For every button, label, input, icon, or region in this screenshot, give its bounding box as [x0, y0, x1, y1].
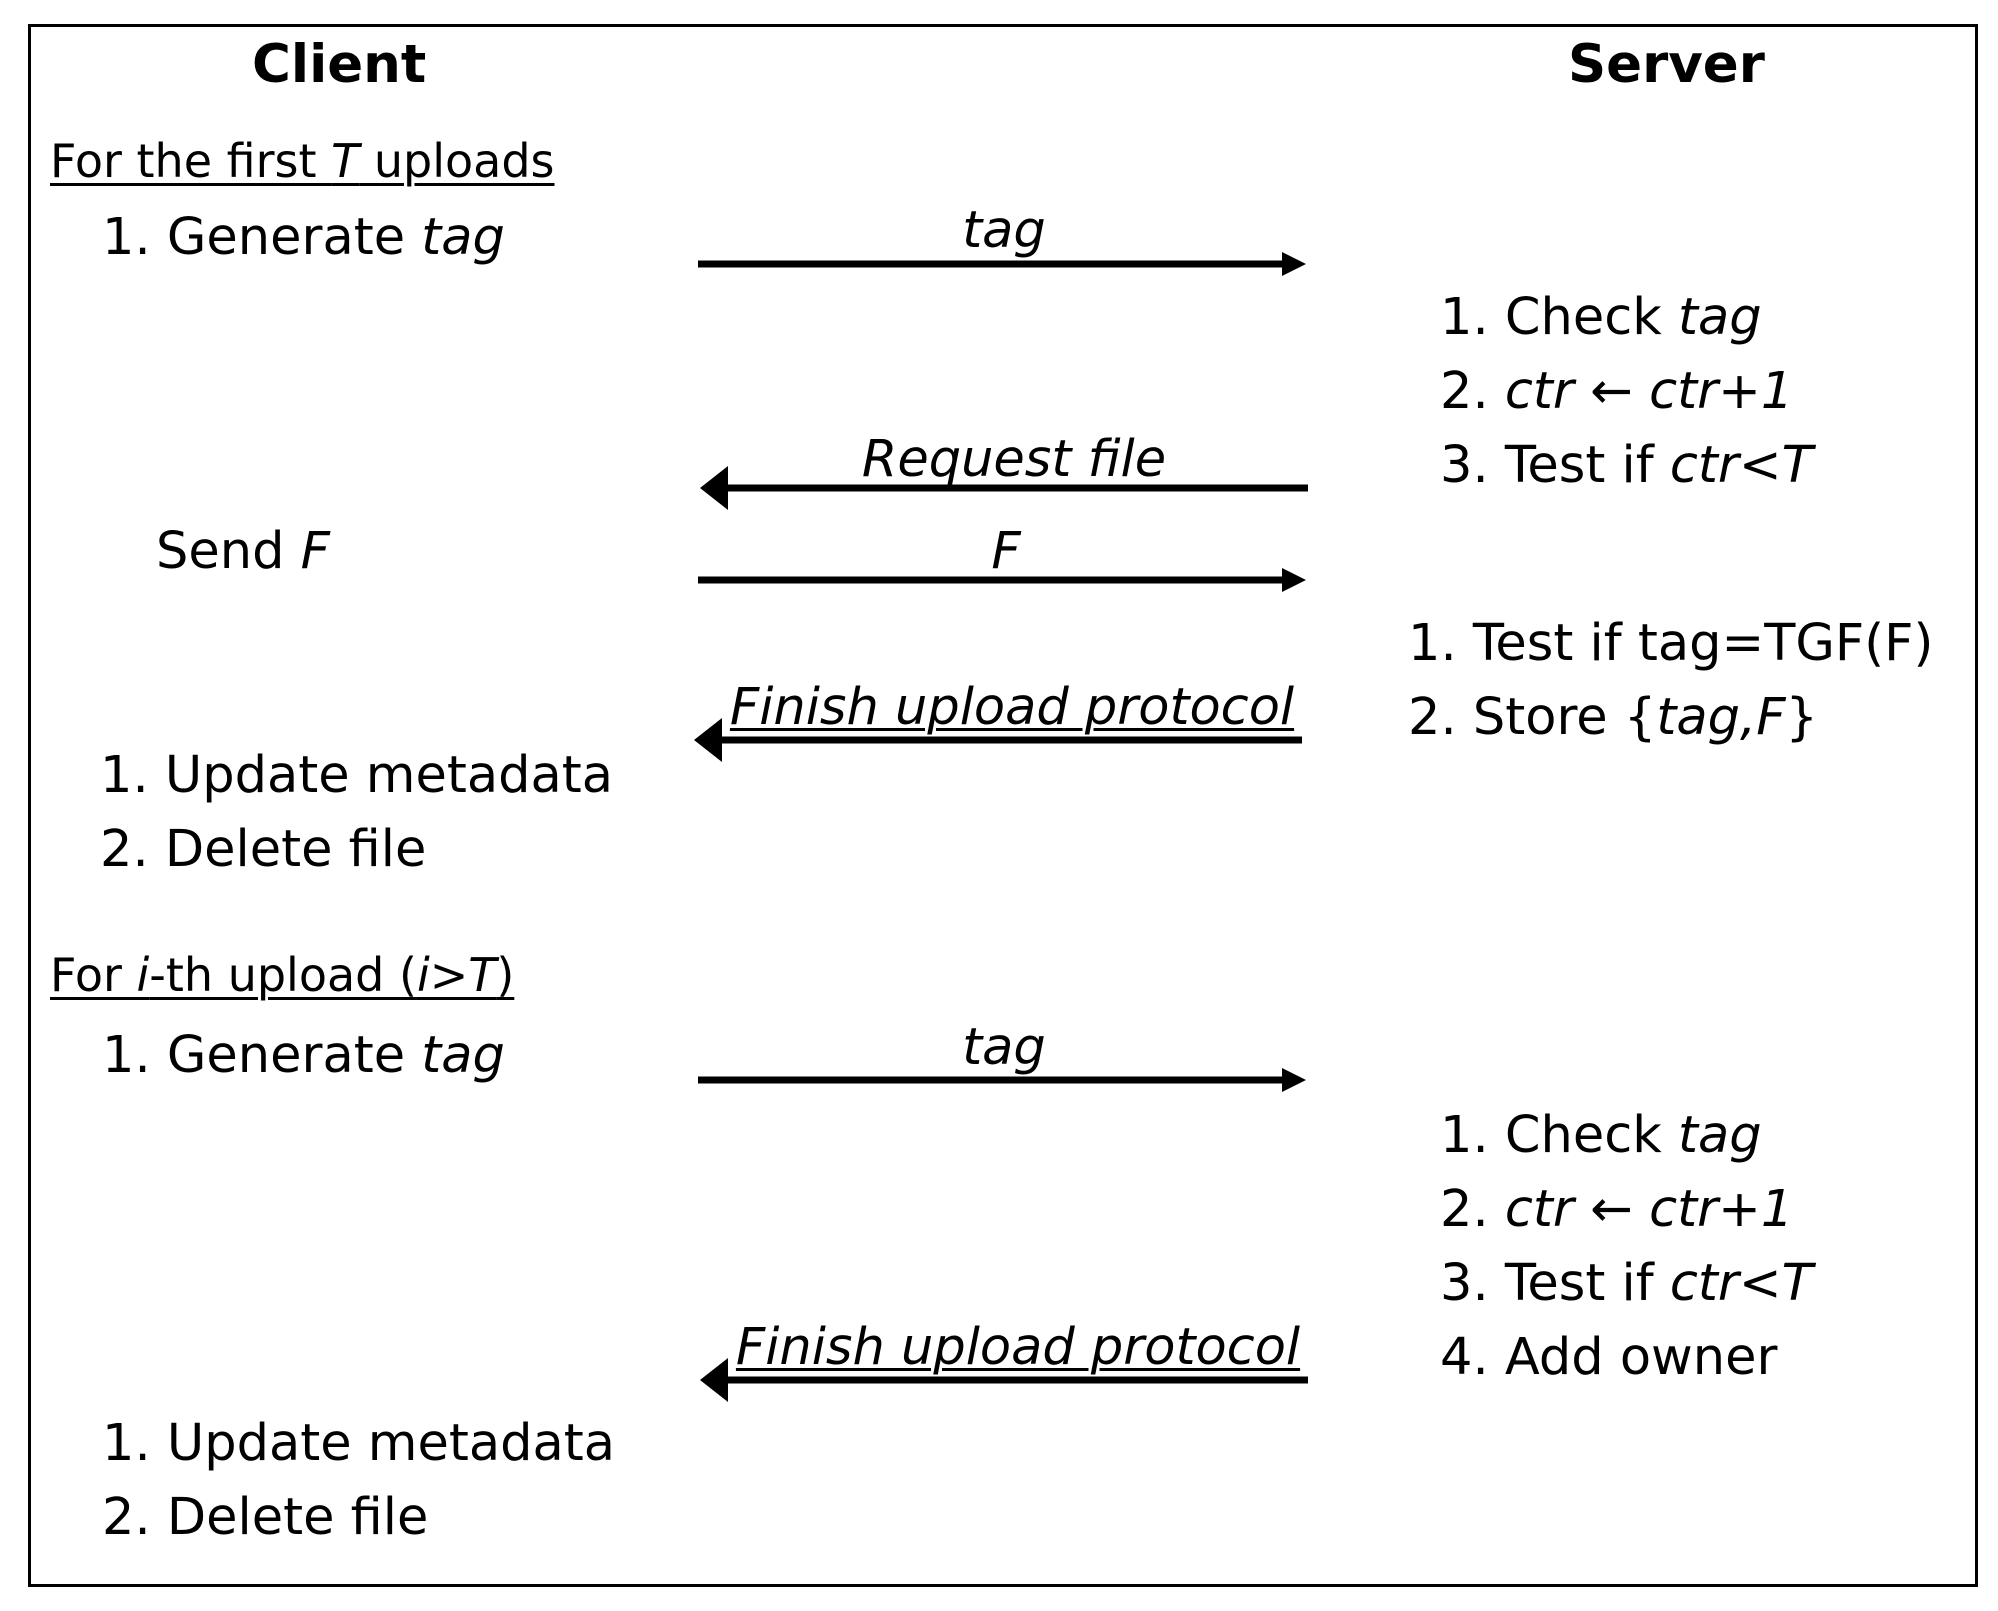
arrow-tag-2-to-server — [698, 1068, 1306, 1092]
phase2-client-step-update: 1. Update metadata — [102, 1414, 615, 1473]
phase2-client-step-delete: 2. Delete file — [102, 1488, 429, 1547]
phase2-server-step-add-owner: 4. Add owner — [1440, 1328, 1778, 1387]
phase1-client-step-generate: 1. Generate tag — [102, 208, 505, 267]
message-label-request-file: Request file — [861, 430, 1167, 489]
phase1-server-step-check: 1. Check tag — [1440, 288, 1762, 347]
phase2-server-step-check: 1. Check tag — [1440, 1106, 1762, 1165]
message-label-finish-1: Finish upload protocol — [729, 678, 1295, 737]
arrow-finish-2-to-client — [700, 1358, 1308, 1402]
phase2-client-step-generate: 1. Generate tag — [102, 1026, 505, 1085]
message-label-file: F — [991, 522, 1021, 581]
server-header: Server — [1568, 34, 1765, 95]
phase2-title: For i-th upload (i>T) — [50, 948, 515, 1002]
phase1-server-step-test-tgf: 1. Test if tag=TGF(F) — [1408, 614, 1934, 673]
phase1-client-step-update: 1. Update metadata — [100, 746, 613, 805]
phase1-client-step-delete: 2. Delete file — [100, 820, 427, 879]
phase1-server-step-test: 3. Test if ctr<T — [1440, 436, 1813, 495]
arrow-file-to-server — [698, 568, 1306, 592]
phase1-client-send-file: Send F — [156, 522, 331, 581]
client-header: Client — [252, 34, 427, 95]
arrow-finish-1-to-client — [694, 718, 1302, 762]
message-label-tag-1: tag — [962, 201, 1046, 260]
arrow-request-file-to-client — [700, 466, 1308, 510]
arrow-tag-1-to-server — [698, 252, 1306, 276]
message-label-finish-2: Finish upload protocol — [735, 1318, 1301, 1377]
phase2-server-step-test: 3. Test if ctr<T — [1440, 1254, 1813, 1313]
phase1-title: For the first T uploads — [50, 134, 555, 188]
phase1-server-step-store: 2. Store {tag,F} — [1408, 688, 1818, 747]
phase2-server-step-increment: 2. ctr ← ctr+1 — [1440, 1180, 1794, 1239]
diagram-frame — [28, 24, 1978, 1587]
message-label-tag-2: tag — [962, 1018, 1046, 1077]
phase1-server-step-increment: 2. ctr ← ctr+1 — [1440, 362, 1794, 421]
